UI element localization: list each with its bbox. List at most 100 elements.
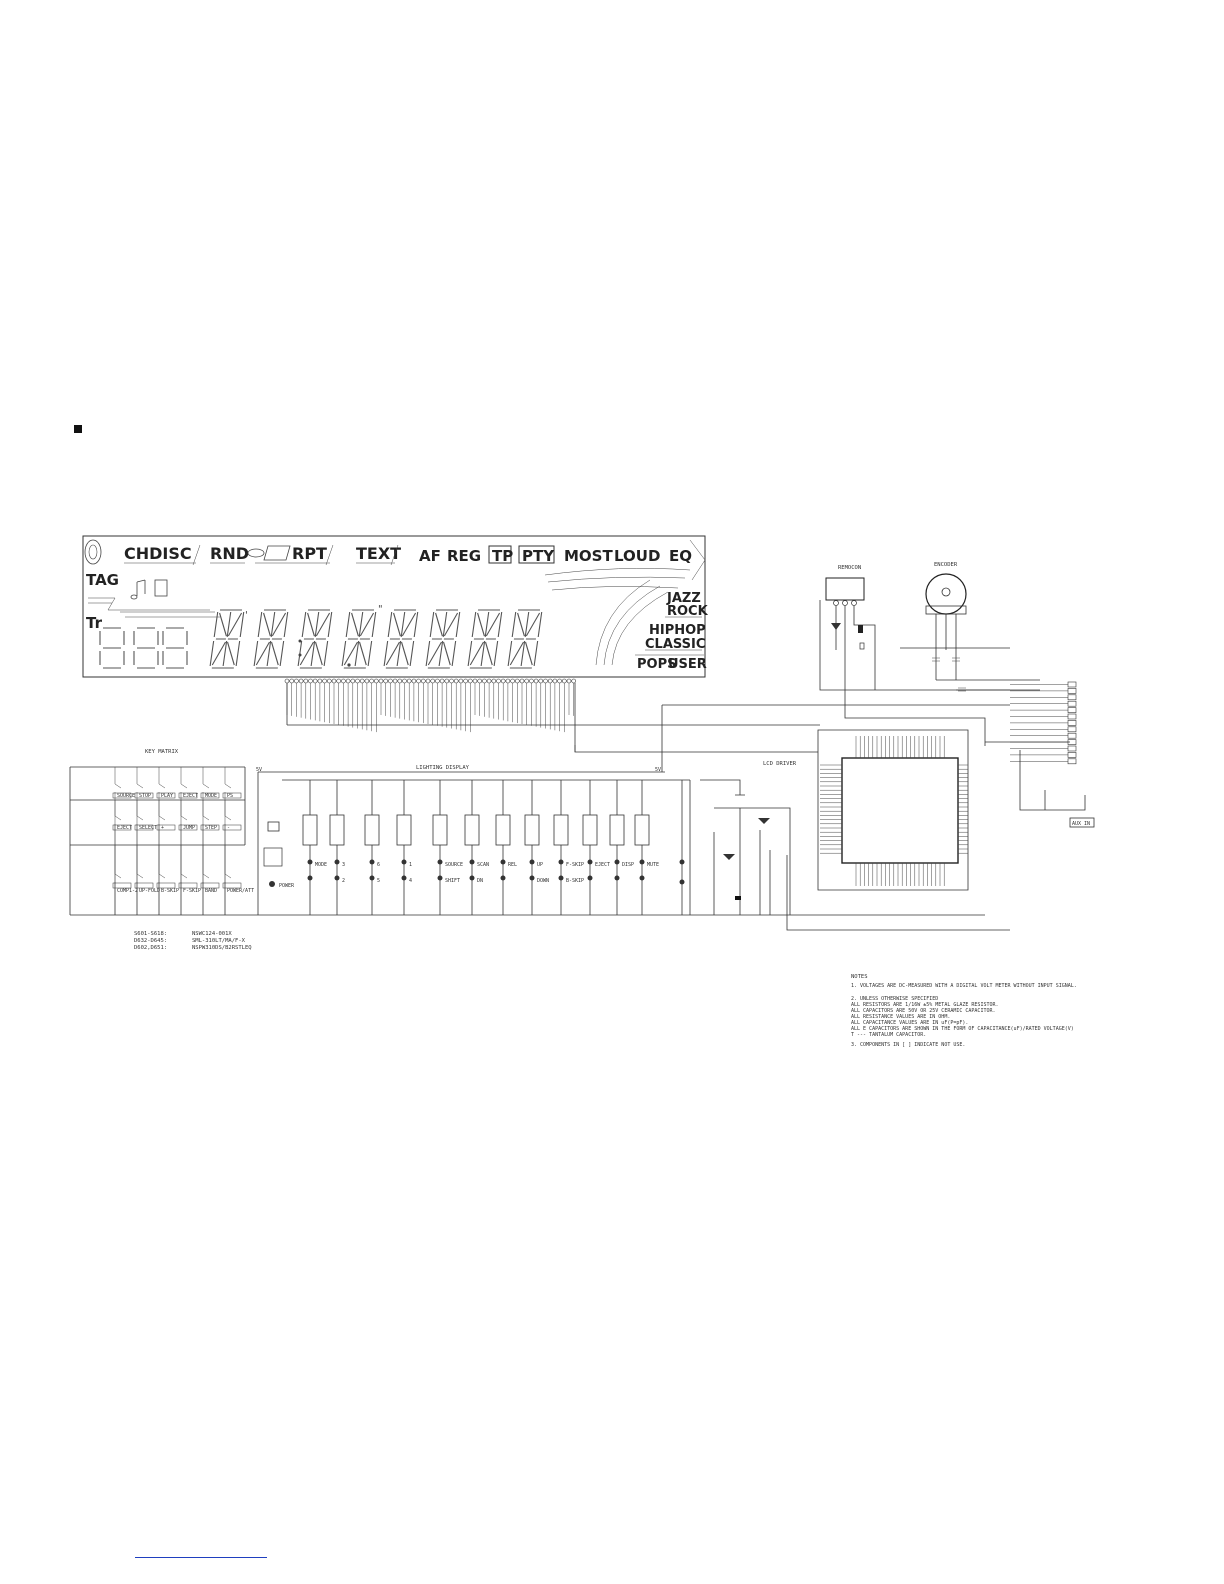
led-label-top-4: SOURCE (445, 862, 463, 868)
lcd-pin (500, 678, 506, 684)
key-label-row1-3: EJECT (183, 793, 198, 799)
lcd-pin (458, 678, 464, 684)
connector-pin (1067, 713, 1077, 720)
lcd-top-7: PTY (522, 547, 555, 565)
key-label-row1-5: PS (227, 793, 233, 799)
lcd-pin (322, 678, 327, 684)
lcd-pin (514, 678, 520, 684)
connector-pin (1067, 720, 1077, 726)
led-icon (437, 875, 443, 881)
section-bullet (74, 425, 82, 433)
lcd-pin (383, 678, 389, 684)
led-icon (369, 875, 375, 881)
lcd-pin (561, 678, 567, 684)
connector-pin (1067, 726, 1077, 733)
key-label-row3-3: F-SKIP (183, 888, 201, 894)
led-icon (500, 859, 506, 865)
connector-pin (1067, 681, 1077, 688)
connector-pin (1067, 732, 1077, 739)
lcd-driver-label: LCD DRIVER (763, 761, 797, 767)
connector-pin (1067, 688, 1077, 694)
lcd-top-5: REG (447, 547, 481, 565)
led-label-bottom-2: 4 (409, 878, 412, 884)
lcd-pin (496, 678, 501, 684)
lcd-pin (538, 678, 544, 684)
notes-line-6: ALL E CAPACITORS ARE SHOWN IN THE FORM O… (851, 1026, 1074, 1032)
remocon-label: REMOCON (838, 565, 861, 571)
aux-in-label: AUX IN (1072, 821, 1090, 827)
led-label-top-2: 6 (377, 862, 380, 868)
main-digits (209, 609, 543, 669)
folder-icon (263, 545, 291, 561)
lcd-pin (359, 678, 365, 684)
lighting-display-label: LIGHTING DISPLAY (416, 765, 470, 771)
led-icon (639, 859, 645, 865)
lcd-pin (345, 678, 351, 684)
connector-pin (1067, 758, 1077, 765)
lcd-pin (402, 678, 407, 684)
connector-pin (1067, 745, 1077, 752)
parts-ref-1: D632-D645: (134, 938, 167, 944)
lcd-pin (294, 678, 299, 684)
lcd-pin (557, 678, 562, 684)
eq-jazz: JAZZ (666, 591, 701, 606)
key-label-row1-2: PLAY (161, 793, 173, 799)
encoder-knob-icon (925, 573, 967, 615)
lcd-pin (472, 678, 478, 684)
lcd-pin (533, 678, 539, 684)
key-label-row2-2: + (161, 825, 164, 831)
led-icon (558, 859, 564, 865)
lcd-pin (444, 678, 450, 684)
eq-hiphop: HIPHOP (649, 623, 706, 638)
notes-line-8: 3. COMPONENTS IN [ ] INDICATE NOT USE. (851, 1042, 965, 1048)
led-label-top-10: DISP (622, 862, 634, 868)
lighting-display-block: LIGHTING DISPLAY 5V 5V POWER (70, 765, 985, 916)
led-icon (529, 859, 535, 865)
lcd-top-3: TEXT (356, 544, 401, 563)
led-icon (587, 859, 593, 865)
lcd-top-9: LOUD (614, 547, 660, 565)
disc-emblem-icon (84, 539, 102, 565)
lcd-pin (326, 678, 332, 684)
led-label-top-7: UP (537, 862, 543, 868)
svg-text:": " (378, 604, 383, 615)
connector-pin (1067, 700, 1077, 707)
key-label-row2-4: STEP (205, 825, 217, 831)
lcd-pin (477, 678, 483, 684)
lcd-pin (373, 678, 379, 684)
lcd-pin-bus (284, 678, 820, 752)
lcd-pin (289, 678, 295, 684)
connector-block: AUX IN (574, 681, 1095, 828)
key-label-row1-0: SOURCE (117, 793, 135, 799)
key-label-row2-0: EJECT (117, 825, 132, 831)
main-digit-1 (253, 609, 289, 669)
parts-ref-0: S601-S618: (134, 931, 167, 937)
led-label-bottom-3: SHIFT (445, 878, 460, 884)
notes-title: NOTES (851, 974, 868, 980)
led-label-top-11: MUTE (647, 862, 659, 868)
lcd-top-0: CHDISC (124, 544, 192, 563)
main-digit-0 (209, 609, 245, 669)
lcd-pin (505, 678, 511, 684)
lcd-pin (519, 678, 525, 684)
led-label-top-9: EJECT (595, 862, 610, 868)
lcd-tag-label: TAG (86, 571, 119, 589)
led-label-bottom-0: 2 (342, 878, 345, 884)
lcd-pin (336, 678, 342, 684)
led-icon (614, 859, 620, 865)
lcd-pin (420, 678, 426, 684)
encoder-block: ENCODER (900, 562, 1040, 692)
lcd-pin (566, 678, 572, 684)
led-label-top-6: REL (508, 862, 517, 868)
track-digit-2 (162, 627, 188, 669)
track-digit-0 (99, 627, 125, 669)
led-icon (587, 875, 593, 881)
eq-pops: POPS (637, 657, 676, 672)
lcd-driver-block: LCD DRIVER (689, 729, 1010, 931)
lcd-pin (331, 678, 337, 684)
lcd-pin (388, 678, 393, 684)
led-label-top-0: MODE (315, 862, 327, 868)
